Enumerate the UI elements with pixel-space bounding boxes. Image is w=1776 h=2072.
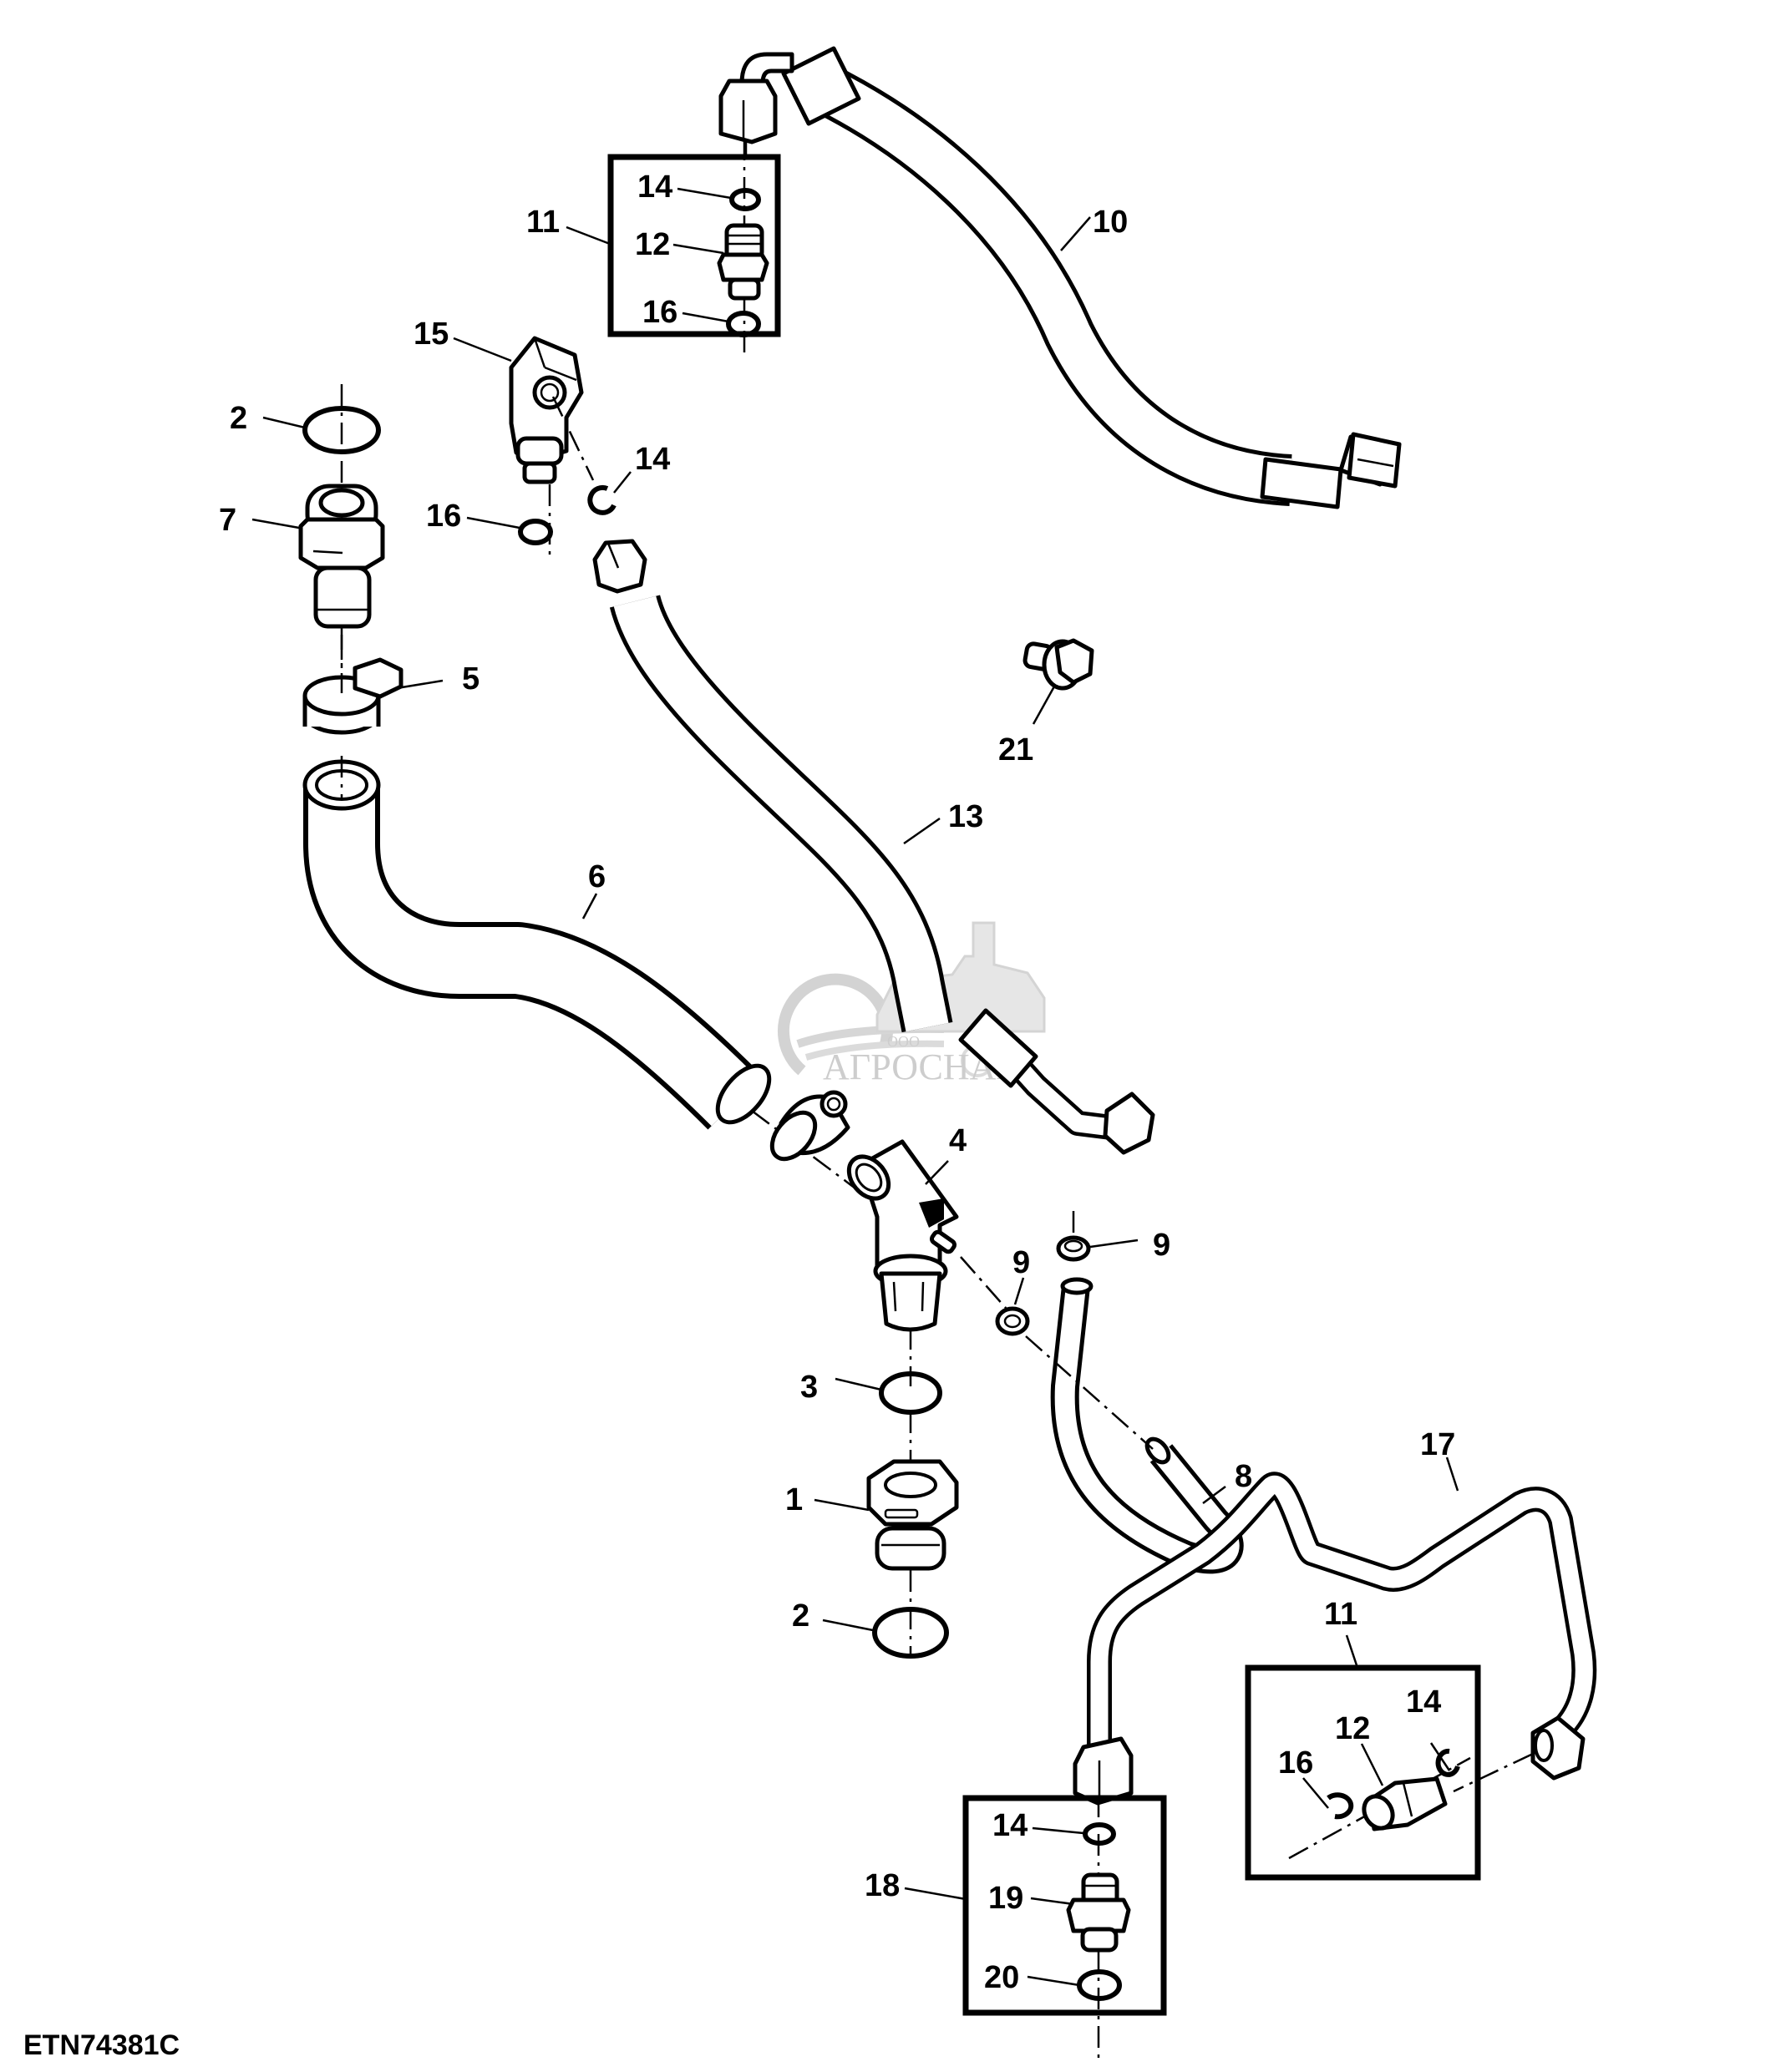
callout-14: 14 xyxy=(635,442,670,477)
elbow-fitting-15[interactable]: 15 xyxy=(414,317,595,560)
hose-crimp xyxy=(958,1008,1038,1088)
adapter-fitting-12[interactable] xyxy=(717,223,769,301)
callout-4: 4 xyxy=(949,1123,967,1158)
watermark-prefix: ООО xyxy=(887,1033,920,1050)
elbow-nut xyxy=(718,52,794,144)
tube-nut xyxy=(1530,1715,1586,1781)
callout-14: 14 xyxy=(1406,1684,1441,1720)
hose-end-nut xyxy=(1103,1092,1155,1155)
o-ring-14-mid[interactable]: 14 xyxy=(587,442,670,515)
callout-16: 16 xyxy=(1278,1745,1313,1781)
callout-16: 16 xyxy=(642,295,677,330)
o-ring-14[interactable] xyxy=(1083,1822,1116,1846)
callout-1: 1 xyxy=(785,1482,803,1517)
o-ring-2-upper[interactable]: 2 xyxy=(230,384,381,509)
o-ring-2-lower[interactable]: 2 xyxy=(792,1598,949,1659)
callout-13: 13 xyxy=(948,799,983,834)
kit-box xyxy=(1245,1664,1481,1881)
hose-nut xyxy=(592,539,647,594)
cap-screw-21[interactable]: 21 xyxy=(998,638,1094,768)
o-ring-16[interactable] xyxy=(726,311,761,337)
callout-7: 7 xyxy=(219,503,236,538)
callout-6: 6 xyxy=(588,859,606,894)
callout-14: 14 xyxy=(637,170,672,205)
hose-clamp-near-4[interactable] xyxy=(764,1090,850,1167)
o-ring-14[interactable] xyxy=(1435,1748,1460,1777)
callout-2: 2 xyxy=(230,401,247,436)
kit-18[interactable]: 14 19 20 18 xyxy=(865,1795,1167,2063)
callout-11: 11 xyxy=(526,205,560,240)
hose-fitting-7[interactable]: 7 xyxy=(219,484,385,668)
callout-11: 11 xyxy=(1324,1597,1357,1632)
elbow-fitting-4[interactable]: 4 xyxy=(841,1123,1024,1386)
kit-box xyxy=(607,154,781,337)
callout-18: 18 xyxy=(865,1868,900,1903)
clamp-9-left[interactable]: 9 xyxy=(995,1245,1030,1336)
steel-line-17[interactable]: 17 xyxy=(1073,1427,1597,1806)
hose-clamp-5[interactable]: 5 xyxy=(302,635,480,735)
callout-20: 20 xyxy=(984,1960,1019,1995)
clamp-9-right[interactable]: 9 xyxy=(1056,1211,1170,1263)
callout-14: 14 xyxy=(992,1808,1028,1843)
callout-12: 12 xyxy=(1335,1711,1370,1746)
callout-2: 2 xyxy=(792,1598,809,1634)
callout-21: 21 xyxy=(998,732,1033,768)
fitting-1[interactable]: 1 xyxy=(785,1459,959,1603)
kit-11-lower[interactable]: 11 16 12 14 xyxy=(1245,1597,1481,1881)
callout-17: 17 xyxy=(1420,1427,1455,1462)
figure-code: ETN74381C xyxy=(23,2029,180,2061)
hose-crimp xyxy=(1260,457,1343,509)
hose-10[interactable]: 10 xyxy=(718,46,1402,509)
callout-5: 5 xyxy=(462,661,480,697)
callout-19: 19 xyxy=(988,1881,1023,1916)
tube-nut xyxy=(1073,1736,1134,1806)
callout-15: 15 xyxy=(414,317,449,352)
kit-11-upper[interactable]: 14 12 16 11 xyxy=(526,100,781,355)
kit-box xyxy=(962,1795,1167,2016)
callout-9: 9 xyxy=(1012,1245,1030,1280)
o-ring-3[interactable]: 3 xyxy=(800,1370,942,1462)
end-nut xyxy=(1338,432,1402,489)
adapter-fitting-19[interactable] xyxy=(1066,1872,1131,1953)
callout-12: 12 xyxy=(635,227,670,262)
hose-13[interactable]: 13 xyxy=(592,539,1155,1155)
o-ring-14[interactable] xyxy=(729,188,761,211)
hose-crimp xyxy=(781,46,861,126)
hose-8[interactable]: 8 xyxy=(1025,1277,1252,1574)
callout-16: 16 xyxy=(426,499,461,534)
callout-9: 9 xyxy=(1153,1228,1170,1263)
callout-3: 3 xyxy=(800,1370,818,1405)
o-ring-16[interactable] xyxy=(1327,1792,1354,1820)
o-ring-16-mid[interactable]: 16 xyxy=(426,499,553,545)
callout-8: 8 xyxy=(1235,1459,1252,1494)
hose-6[interactable]: 6 xyxy=(302,756,886,1212)
callout-10: 10 xyxy=(1093,205,1128,240)
adapter-fitting-12[interactable] xyxy=(1358,1776,1448,1833)
